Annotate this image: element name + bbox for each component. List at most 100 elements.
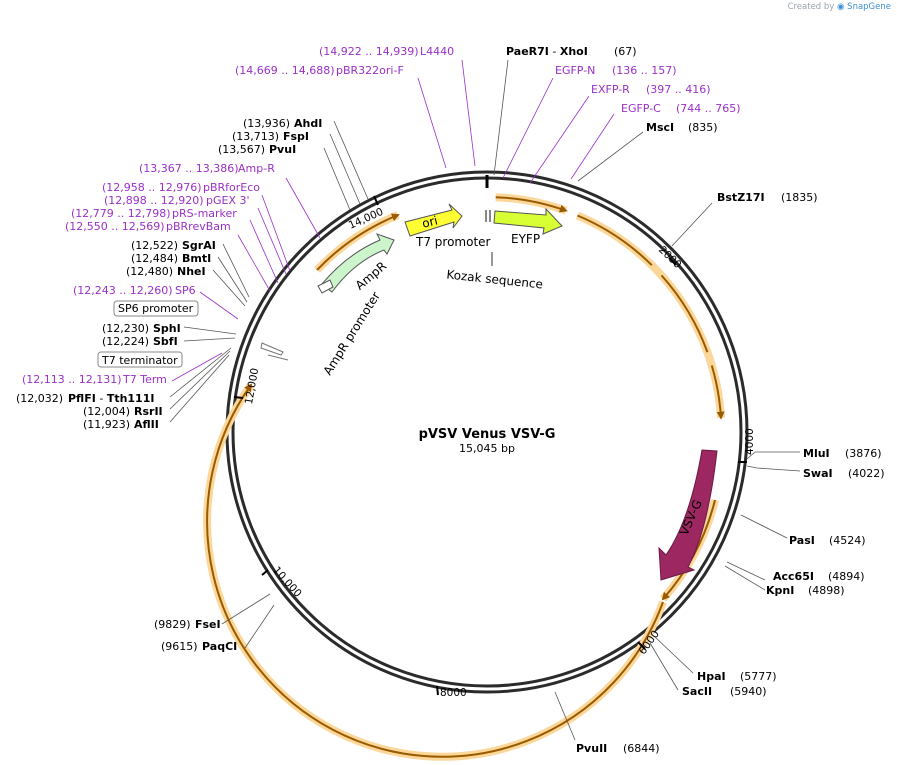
svg-text:(67): (67): [614, 45, 637, 58]
svg-text:FseI: FseI: [195, 618, 221, 631]
enzyme-rsrii[interactable]: (12,004) RsrII: [83, 405, 163, 418]
svg-text:(12,522): (12,522): [131, 239, 178, 252]
svg-text:T7 terminator: T7 terminator: [101, 354, 178, 367]
svg-text:EXFP-R: EXFP-R: [591, 83, 630, 96]
svg-text:AflII: AflII: [134, 418, 159, 431]
svg-text:MluI: MluI: [803, 447, 830, 460]
svg-text:T7 Term: T7 Term: [122, 373, 167, 386]
credit-brand: SnapGene: [847, 2, 891, 12]
enzyme-pvui[interactable]: (13,567) PvuI: [218, 143, 296, 156]
enzyme-nhei[interactable]: (12,480) NheI: [126, 265, 206, 278]
feature-ampr[interactable]: AmpR: [321, 233, 395, 293]
orf-track: [203, 193, 725, 761]
svg-text:(1835): (1835): [781, 191, 818, 204]
enzyme-swai[interactable]: SwaI (4022): [803, 467, 885, 480]
svg-text:(12,958 .. 12,976): (12,958 .. 12,976): [102, 181, 202, 194]
enzyme-mlui[interactable]: MluI (3876): [803, 447, 882, 460]
enzyme-fspi[interactable]: (13,713) FspI: [232, 130, 309, 143]
primer-leaders: [171, 59, 615, 382]
svg-text:MscI: MscI: [646, 121, 674, 134]
svg-text:(12,004): (12,004): [83, 405, 130, 418]
primer-pbrforeco[interactable]: (12,958 .. 12,976) pBRforEco: [102, 181, 260, 194]
enzyme-acc65i[interactable]: Acc65I (4894): [773, 570, 865, 583]
svg-text:(5940): (5940): [730, 685, 767, 698]
kozak-label: Kozak sequence: [446, 267, 544, 291]
primer-pbr322ori-f[interactable]: (14,669 .. 14,688) pBR322ori-F: [235, 64, 404, 77]
svg-text:(12,113 .. 12,131): (12,113 .. 12,131): [22, 373, 122, 386]
svg-text:EGFP-N: EGFP-N: [555, 64, 595, 77]
enzyme-hpai[interactable]: HpaI (5777): [697, 670, 777, 683]
feature-ori[interactable]: ori: [404, 203, 463, 237]
svg-text:8000: 8000: [440, 687, 467, 699]
enzyme-paer7i-xhoi[interactable]: PaeR7I - XhoI (67): [506, 45, 637, 58]
svg-text:(9829): (9829): [154, 618, 191, 631]
primer-pgex-3[interactable]: (12,898 .. 12,920) pGEX 3': [104, 194, 250, 207]
svg-text:PflFI - Tth111I: PflFI - Tth111I: [68, 392, 154, 405]
svg-text:pRS-marker: pRS-marker: [172, 207, 237, 220]
svg-text:PasI: PasI: [789, 534, 815, 547]
enzyme-ahdi[interactable]: (13,936) AhdI: [243, 117, 322, 130]
svg-text:L4440: L4440: [420, 45, 454, 58]
feature-t7-promoter-glyph: [485, 210, 491, 222]
enzyme-leaders-right: [493, 59, 801, 741]
primer-pbrrevbam[interactable]: (12,550 .. 12,569) pBRrevBam: [65, 220, 231, 233]
enzyme-fsei[interactable]: (9829) FseI: [154, 618, 221, 631]
svg-text:(13,367 .. 13,386): (13,367 .. 13,386): [139, 162, 239, 175]
feature-ampr-promoter[interactable]: AmpR promoter: [317, 279, 383, 378]
primer-prs-marker[interactable]: (12,779 .. 12,798) pRS-marker: [71, 207, 237, 220]
svg-text:(397 .. 416): (397 .. 416): [646, 83, 711, 96]
svg-text:(835): (835): [688, 121, 718, 134]
enzyme-sbfi[interactable]: (12,224) SbfI: [102, 335, 178, 348]
svg-text:(13,936): (13,936): [243, 117, 290, 130]
svg-text:pBR322ori-F: pBR322ori-F: [336, 64, 404, 77]
svg-text:BstZ17I: BstZ17I: [717, 191, 765, 204]
enzyme-sacii[interactable]: SacII (5940): [682, 685, 767, 698]
svg-text:Acc65I: Acc65I: [773, 570, 814, 583]
svg-text:SP6 promoter: SP6 promoter: [118, 302, 194, 315]
svg-text:Amp-R: Amp-R: [238, 162, 275, 175]
svg-text:(4022): (4022): [848, 467, 885, 480]
svg-text:(13,713): (13,713): [232, 130, 279, 143]
primer-egfp-c[interactable]: EGFP-C (744 .. 765): [621, 102, 741, 115]
boxed-sp6-promoter[interactable]: SP6 promoter: [113, 300, 199, 317]
primer-t7-term[interactable]: (12,113 .. 12,131) T7 Term: [22, 373, 167, 386]
svg-text:(11,923): (11,923): [83, 418, 130, 431]
svg-text:BmtI: BmtI: [182, 252, 211, 265]
svg-text:(744 .. 765): (744 .. 765): [676, 102, 741, 115]
enzyme-sphi[interactable]: (12,230) SphI: [102, 322, 181, 335]
enzyme-kpni[interactable]: KpnI (4898): [766, 584, 845, 597]
svg-text:EGFP-C: EGFP-C: [621, 102, 661, 115]
credit-prefix: Created by: [787, 2, 835, 12]
svg-text:(13,567): (13,567): [218, 143, 265, 156]
boxed-t7-terminator[interactable]: T7 terminator: [97, 351, 183, 368]
svg-text:(4894): (4894): [828, 570, 865, 583]
enzyme-bstz17i[interactable]: BstZ17I (1835): [717, 191, 818, 204]
enzyme-pflfi-tth111i[interactable]: (12,032) PflFI - Tth111I: [16, 392, 154, 405]
enzyme-msci[interactable]: MscI (835): [646, 121, 718, 134]
svg-text:(14,669 .. 14,688): (14,669 .. 14,688): [235, 64, 335, 77]
svg-text:(12,550 .. 12,569): (12,550 .. 12,569): [65, 220, 165, 233]
svg-text:(12,779 .. 12,798): (12,779 .. 12,798): [71, 207, 171, 220]
enzyme-pasi[interactable]: PasI (4524): [789, 534, 866, 547]
svg-text:(6844): (6844): [623, 742, 660, 755]
primer-amp-r[interactable]: (13,367 .. 13,386) Amp-R: [139, 162, 275, 175]
primer-sp6[interactable]: (12,243 .. 12,260) SP6: [73, 284, 196, 297]
snapgene-logo-icon: ◉: [837, 2, 845, 12]
svg-text:PvuII: PvuII: [576, 742, 607, 755]
enzyme-pvuii[interactable]: PvuII (6844): [576, 742, 660, 755]
feature-eyfp[interactable]: EYFP: [493, 207, 563, 246]
enzyme-bmti[interactable]: (12,484) BmtI: [131, 252, 211, 265]
svg-text:(12,032): (12,032): [16, 392, 63, 405]
enzyme-paqci[interactable]: (9615) PaqCI: [161, 640, 237, 653]
primer-l4440[interactable]: (14,922 .. 14,939) L4440: [319, 45, 454, 58]
svg-text:SwaI: SwaI: [803, 467, 833, 480]
ampr-promoter-label: AmpR promoter: [321, 289, 383, 377]
tick-4000: 4000: [738, 428, 756, 463]
svg-text:(14,922 .. 14,939): (14,922 .. 14,939): [319, 45, 419, 58]
enzyme-aflii[interactable]: (11,923) AflII: [83, 418, 159, 431]
primer-exfp-r[interactable]: EXFP-R (397 .. 416): [591, 83, 711, 96]
enzyme-sgrai[interactable]: (12,522) SgrAI: [131, 239, 216, 252]
t7-promoter-label: T7 promoter: [415, 235, 491, 249]
primer-egfp-n[interactable]: EGFP-N (136 .. 157): [555, 64, 677, 77]
